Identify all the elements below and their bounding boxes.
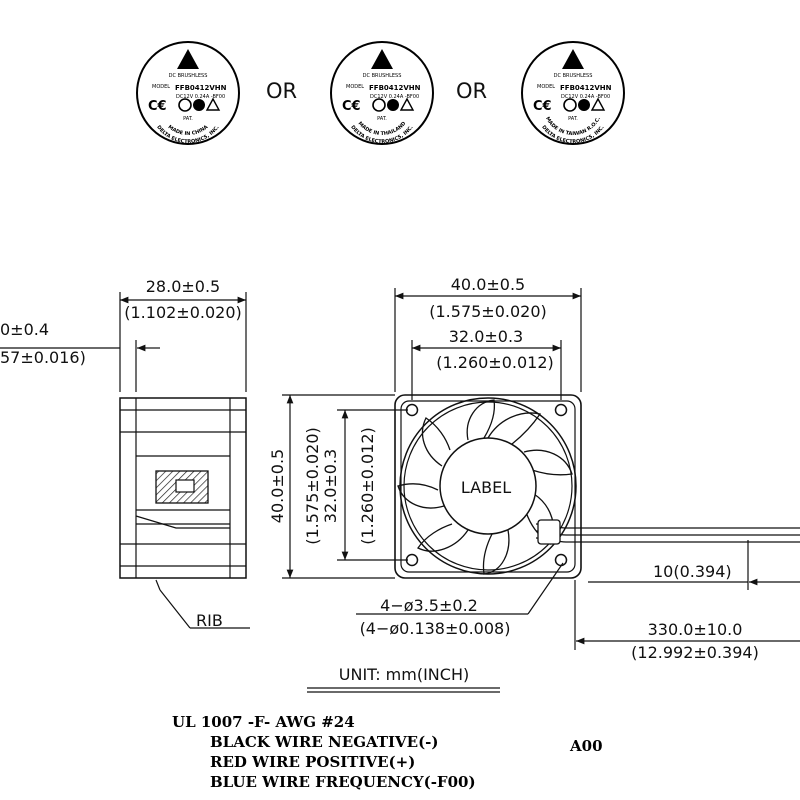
mounting-hole-dim: 4−ø3.5±0.2	[380, 596, 478, 615]
cert-mark-icon	[578, 99, 590, 111]
outer-width-dim-inch: (1.575±0.020)	[429, 302, 547, 321]
hub-label: LABEL	[461, 478, 511, 497]
label-variants: DC BRUSHLESS MODEL FFB0412VHN DC12V 0.24…	[136, 41, 625, 145]
ul-mark-icon	[372, 98, 386, 112]
mounting-hole-bl	[405, 553, 419, 567]
label-pat: PAT.	[568, 116, 578, 122]
ul-mark-icon	[178, 98, 192, 112]
tuv-mark-icon	[590, 97, 606, 111]
or-separator-1: OR	[266, 79, 297, 103]
label-model-tag: MODEL	[346, 84, 364, 90]
delta-logo-icon	[177, 49, 199, 69]
label-brand: DC BRUSHLESS	[363, 73, 402, 79]
delta-logo-icon	[371, 49, 393, 69]
front-view	[282, 288, 800, 650]
mounting-hole-tr	[554, 403, 568, 417]
hole-height-dim-inch: (1.260±0.012)	[358, 427, 377, 545]
ce-mark-icon: C€	[342, 99, 361, 114]
mounting-hole-dim-inch: (4−ø0.138±0.008)	[360, 619, 511, 638]
label-rating: DC12V 0.24A -BF00	[561, 94, 610, 100]
ce-mark-icon: C€	[533, 99, 552, 114]
cert-mark-icon	[387, 99, 399, 111]
label-model: FFB0412VHN	[369, 84, 421, 92]
fan-frame	[394, 394, 582, 579]
rib-label: RIB	[196, 611, 223, 630]
label-model: FFB0412VHN	[560, 84, 612, 92]
outer-width-dim: 40.0±0.5	[451, 275, 525, 294]
label-brand: DC BRUSHLESS	[169, 73, 208, 79]
product-label-1: DC BRUSHLESS MODEL FFB0412VHN DC12V 0.24…	[136, 41, 240, 145]
label-brand: DC BRUSHLESS	[554, 73, 593, 79]
lead-length-dim: 330.0±10.0	[648, 620, 743, 639]
lead-wires	[535, 519, 800, 545]
label-rating: DC12V 0.24A -BF00	[176, 94, 225, 100]
product-label-2: DC BRUSHLESS MODEL FFB0412VHN DC12V 0.24…	[330, 41, 434, 145]
side-width-dim-inch: (1.102±0.020)	[124, 303, 242, 322]
strip-length-dim: 10(0.394)	[653, 562, 732, 581]
fan-hub	[439, 437, 537, 535]
label-rating: DC12V 0.24A -BF00	[370, 94, 419, 100]
or-separator-2: OR	[456, 79, 487, 103]
revision-code: A00	[570, 737, 603, 755]
tuv-mark-icon	[399, 97, 415, 111]
wire-grommet	[537, 519, 561, 545]
rib-dim-inch: 57±0.016)	[0, 348, 86, 367]
rib-dim: 0±0.4	[0, 320, 49, 339]
label-model-tag: MODEL	[152, 84, 170, 90]
hole-height-dim: 32.0±0.3	[321, 449, 340, 523]
ul-mark-icon	[563, 98, 577, 112]
side-view	[0, 292, 250, 629]
hole-width-dim-inch: (1.260±0.012)	[436, 353, 554, 372]
label-pat: PAT.	[183, 116, 193, 122]
lead-length-dim-inch: (12.992±0.394)	[631, 643, 759, 662]
side-width-dim: 28.0±0.5	[146, 277, 220, 296]
label-pat: PAT.	[377, 116, 387, 122]
wire-note-blue: BLUE WIRE FREQUENCY(-F00)	[210, 773, 476, 791]
delta-logo-icon	[562, 49, 584, 69]
cert-mark-icon	[193, 99, 205, 111]
outer-height-dim-inch: (1.575±0.020)	[303, 427, 322, 545]
fan-side-body	[119, 397, 247, 579]
connector-block	[155, 470, 209, 504]
cable-spec: UL 1007 -F- AWG #24	[172, 713, 355, 731]
wire-note-black: BLACK WIRE NEGATIVE(-)	[210, 733, 439, 751]
unit-label: UNIT: mm(INCH)	[339, 665, 469, 684]
label-model: FFB0412VHN	[175, 84, 227, 92]
mounting-hole-br	[554, 553, 568, 567]
product-label-3: DC BRUSHLESS MODEL FFB0412VHN DC12V 0.24…	[521, 41, 625, 145]
hole-width-dim: 32.0±0.3	[449, 327, 523, 346]
wire-note-red: RED WIRE POSITIVE(+)	[210, 753, 416, 771]
label-model-tag: MODEL	[537, 84, 555, 90]
wire-notes: UL 1007 -F- AWG #24 BLACK WIRE NEGATIVE(…	[172, 712, 476, 792]
outer-height-dim: 40.0±0.5	[268, 449, 287, 523]
mounting-hole-tl	[405, 403, 419, 417]
ce-mark-icon: C€	[148, 99, 167, 114]
tuv-mark-icon	[205, 97, 221, 111]
